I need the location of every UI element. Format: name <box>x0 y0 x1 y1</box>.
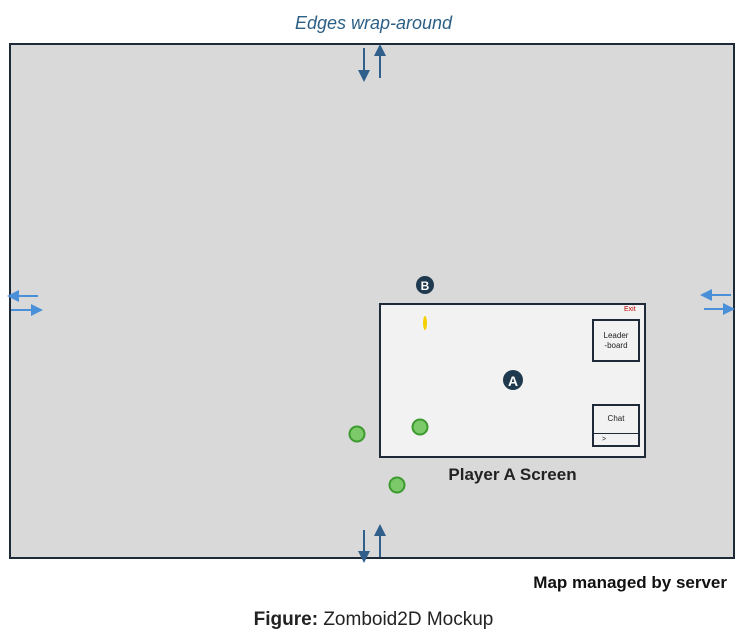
leaderboard-button[interactable]: Leader -board <box>592 319 640 362</box>
player-a-marker: A <box>503 370 523 390</box>
right-wrap-arrows <box>700 289 735 315</box>
caption-prefix: Figure: <box>253 609 319 630</box>
zombie-icon <box>411 418 429 436</box>
bottom-wrap-arrows <box>358 524 386 563</box>
zombie-icon <box>348 425 366 443</box>
wrap-around-label: Edges wrap-around <box>294 13 453 33</box>
player-b-letter: B <box>421 279 430 293</box>
server-map <box>9 43 735 559</box>
chat-panel <box>592 404 640 447</box>
chat-input[interactable]: > <box>594 433 638 445</box>
top-wrap-arrows <box>358 44 386 82</box>
bullet-icon <box>423 316 427 330</box>
exit-button[interactable]: Exit <box>624 306 636 313</box>
caption-text: Zomboid2D Mockup <box>318 609 494 630</box>
figure-caption: Figure: Zomboid2D Mockup <box>0 609 747 631</box>
player-screen-label: Player A Screen <box>448 465 577 484</box>
chat-title: Chat <box>607 414 625 423</box>
map-label: Map managed by server <box>533 573 727 592</box>
player-a-letter: A <box>508 373 518 389</box>
zombie-icon <box>388 476 406 494</box>
player-b-marker: B <box>416 276 434 294</box>
left-wrap-arrows <box>7 290 43 316</box>
